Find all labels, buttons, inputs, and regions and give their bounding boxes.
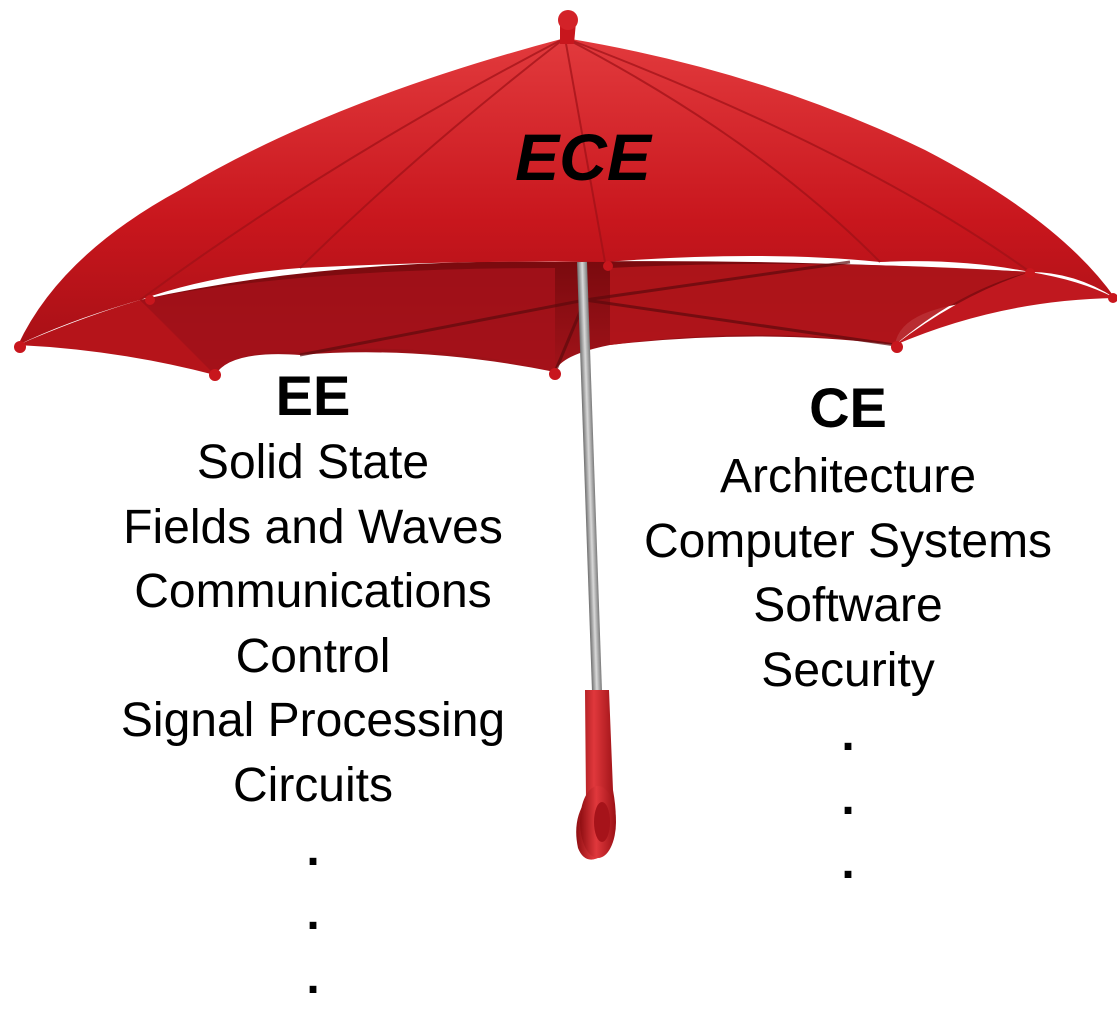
canopy-seams [139, 37, 1031, 301]
ce-heading: CE [809, 376, 887, 439]
canopy-skirt-right [895, 272, 1115, 345]
ee-item-signal-processing: Signal Processing [120, 694, 506, 747]
ee-ellipsis-dot: . [306, 823, 320, 876]
ce-item-software: Software [753, 579, 943, 632]
ce-ellipsis-dot: . [841, 836, 855, 889]
ce-ellipsis-dot: . [841, 772, 855, 825]
ce-list: Architecture Computer Systems Software S… [644, 445, 1052, 895]
canopy-skirt-mid-right [610, 263, 1030, 345]
canopy [18, 38, 1115, 345]
ee-item-solid-state: Solid State [196, 436, 430, 489]
canopy-skirt-mid-left [140, 268, 555, 375]
canopy-skirt-left [18, 300, 215, 375]
ee-column: EE Solid State Fields and Waves Communic… [121, 368, 505, 1010]
ce-item-architecture: Architecture [719, 450, 977, 503]
ce-item-computer-systems: Computer Systems [643, 514, 1053, 568]
ee-item-communications: Communications [134, 565, 492, 618]
ee-item-control: Control [235, 629, 391, 683]
diagram-title: ECE [515, 120, 651, 194]
ee-item-fields-and-waves: Fields and Waves [123, 500, 503, 554]
umbrella-shaft [577, 261, 603, 702]
ee-heading: EE [275, 364, 351, 427]
ce-item-security: Security [761, 643, 935, 697]
ee-ellipsis-dot: . [306, 951, 320, 1004]
ce-column: CE Architecture Computer Systems Softwar… [644, 380, 1052, 895]
ee-list: Solid State Fields and Waves Communicati… [121, 431, 505, 1010]
ee-ellipsis-dot: . [306, 887, 320, 940]
ce-ellipsis-dot: . [841, 708, 855, 761]
ee-item-circuits: Circuits [232, 758, 393, 812]
rib-tips [14, 261, 1117, 381]
